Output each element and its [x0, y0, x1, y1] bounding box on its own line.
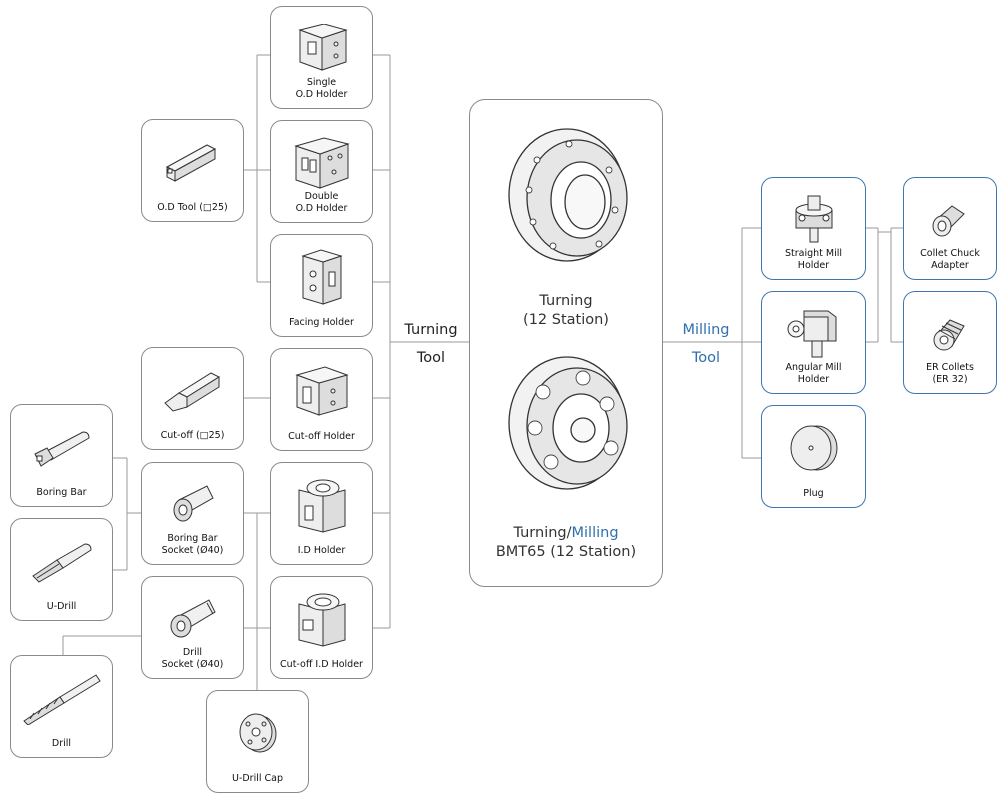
boring-bar-socket-label: Boring Bar Socket (Ø40): [161, 533, 224, 556]
id-holder-label: I.D Holder: [297, 544, 346, 556]
u-drill-label: U-Drill: [46, 600, 77, 612]
cutoff-tool-label: Cut-off (□25): [160, 429, 225, 441]
cutoff-id-holder-box[interactable]: Cut-off I.D Holder: [270, 576, 373, 679]
u-drill-icon: [31, 542, 92, 583]
turning-label-line2: Tool: [416, 350, 446, 366]
turning-label-line1: Turning: [404, 322, 458, 338]
boring-bar-box[interactable]: Boring Bar: [10, 404, 113, 507]
cutoff-holder-box[interactable]: Cut-off Holder: [270, 348, 373, 451]
cutoff-holder-label: Cut-off Holder: [288, 430, 355, 442]
id-holder-box[interactable]: I.D Holder: [270, 462, 373, 565]
drill-socket-label: Drill Socket (Ø40): [161, 647, 224, 670]
angular-mill-holder-icon: [787, 310, 836, 357]
drill-icon: [22, 673, 101, 725]
single-od-holder-label: Single O.D Holder: [295, 77, 348, 100]
drill-socket-icon: [170, 598, 216, 637]
double-od-holder-icon: [293, 136, 350, 189]
plug-icon: [790, 425, 837, 470]
straight-mill-holder-label: Straight Mill Holder: [784, 248, 843, 271]
er-collets-box[interactable]: ER Collets (ER 32): [903, 291, 997, 394]
boring-bar-icon: [33, 430, 90, 467]
od-tool-icon: [165, 143, 216, 182]
cutoff-tool-icon: [163, 371, 220, 412]
single-od-holder-icon: [297, 23, 348, 71]
facing-holder-box[interactable]: Facing Holder: [270, 234, 373, 337]
facing-holder-label: Facing Holder: [289, 316, 354, 328]
u-drill-cap-icon: [239, 713, 276, 752]
turning-title: Turning: [539, 293, 593, 309]
boring-bar-label: Boring Bar: [36, 486, 87, 498]
boring-bar-socket-icon: [173, 484, 214, 521]
angular-mill-holder-box[interactable]: Angular Mill Holder: [761, 291, 866, 394]
drill-box[interactable]: Drill: [10, 655, 113, 758]
bmt-title: Turning/Milling: [470, 524, 662, 543]
double-od-holder-label: Double O.D Holder: [295, 191, 348, 214]
drill-label: Drill: [51, 737, 72, 749]
straight-mill-holder-box[interactable]: Straight Mill Holder: [761, 177, 866, 280]
milling-label-line1: Milling: [682, 322, 730, 338]
cutoff-id-holder-icon: [298, 593, 345, 647]
double-od-holder-box[interactable]: Double O.D Holder: [270, 120, 373, 223]
u-drill-cap-label: U-Drill Cap: [231, 772, 284, 784]
milling-tool-label: Milling Tool: [673, 316, 739, 372]
bmt-title-turning: Turning/: [513, 525, 572, 541]
bmt-subtitle: BMT65 (12 Station): [495, 544, 637, 560]
collet-chuck-adapter-label: Collet Chuck Adapter: [920, 248, 980, 271]
turning-subtitle: (12 Station): [523, 312, 609, 328]
collet-chuck-adapter-icon: [932, 204, 965, 236]
turning-turret-icon: [508, 128, 628, 262]
turning-tool-label: Turning Tool: [398, 316, 464, 372]
cutoff-tool-box[interactable]: Cut-off (□25): [141, 347, 244, 450]
facing-holder-icon: [300, 248, 343, 305]
milling-label-line2: Tool: [691, 350, 721, 366]
u-drill-box[interactable]: U-Drill: [10, 518, 113, 621]
od-tool-box[interactable]: O.D Tool (□25): [141, 119, 244, 222]
u-drill-cap-box[interactable]: U-Drill Cap: [206, 690, 309, 793]
er-collets-label: ER Collets (ER 32): [926, 362, 974, 385]
single-od-holder-box[interactable]: Single O.D Holder: [270, 6, 373, 109]
bmt-turret-icon: [508, 356, 628, 490]
turret-panel: Turning (12 Station) Turning/Milling BMT…: [469, 99, 663, 587]
id-holder-icon: [298, 479, 345, 533]
cutoff-holder-icon: [294, 365, 349, 416]
collet-chuck-adapter-box[interactable]: Collet Chuck Adapter: [903, 177, 997, 280]
plug-box[interactable]: Plug: [761, 405, 866, 508]
straight-mill-holder-icon: [795, 195, 832, 242]
boring-bar-socket-box[interactable]: Boring Bar Socket (Ø40): [141, 462, 244, 565]
plug-label: Plug: [803, 487, 824, 499]
drill-socket-box[interactable]: Drill Socket (Ø40): [141, 576, 244, 679]
er-collets-icon: [933, 318, 965, 350]
od-tool-label: O.D Tool (□25): [157, 201, 228, 213]
cutoff-id-holder-label: Cut-off I.D Holder: [280, 658, 363, 670]
angular-mill-holder-label: Angular Mill Holder: [785, 362, 842, 385]
bmt-title-milling: Milling: [571, 525, 619, 541]
